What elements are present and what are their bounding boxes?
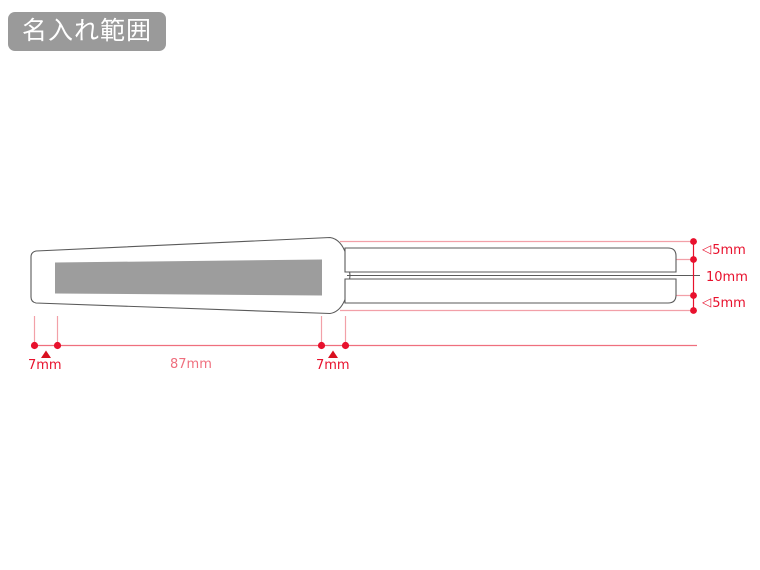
dimension-label-engrave-height: 10mm <box>706 271 748 284</box>
engraving-area <box>55 259 322 296</box>
page-title: 名入れ範囲 <box>22 16 153 45</box>
dimension-point-left-inner <box>53 341 62 350</box>
triangle-left-icon-2: ◁ <box>702 295 712 309</box>
horizontal-dimension-points <box>30 341 350 350</box>
dimension-triangle-markers <box>41 350 338 358</box>
dimension-point-bottom-inner <box>690 292 697 299</box>
triangle-marker-right <box>328 350 338 358</box>
horizontal-extension-lines <box>33 316 347 346</box>
barrel-upper-section <box>344 247 677 273</box>
dimension-point-top-outer <box>690 238 697 245</box>
dimension-label-right-margin: 7mm <box>316 359 350 372</box>
triangle-marker-left <box>41 350 51 358</box>
dimension-point-left-outer <box>30 341 39 350</box>
barrel-lower-section <box>344 278 677 304</box>
vertical-dimension-points <box>690 238 697 314</box>
pen-barrel <box>344 247 677 304</box>
dimension-value-left-margin: 7mm <box>28 358 62 373</box>
dimension-value-engrave-height: 10mm <box>706 270 748 285</box>
dimension-value-bottom-margin: 5mm <box>712 296 746 311</box>
dimension-point-right-outer <box>341 341 350 350</box>
dimension-value-top-margin: 5mm <box>712 243 746 258</box>
dimension-point-right-inner <box>317 341 326 350</box>
dimension-label-bottom-margin: ◁5mm <box>702 295 746 311</box>
dimension-value-engrave-width: 87mm <box>170 357 212 372</box>
dimension-label-engrave-width: 87mm <box>170 358 212 371</box>
dimension-value-right-margin: 7mm <box>316 358 350 373</box>
page-title-badge: 名入れ範囲 <box>8 12 167 51</box>
dimension-label-left-margin: 7mm <box>28 359 62 372</box>
dimension-point-bottom-outer <box>690 307 697 314</box>
dimension-point-top-inner <box>690 256 697 263</box>
dimension-label-top-margin: ◁5mm <box>702 242 746 258</box>
triangle-left-icon: ◁ <box>702 242 712 256</box>
